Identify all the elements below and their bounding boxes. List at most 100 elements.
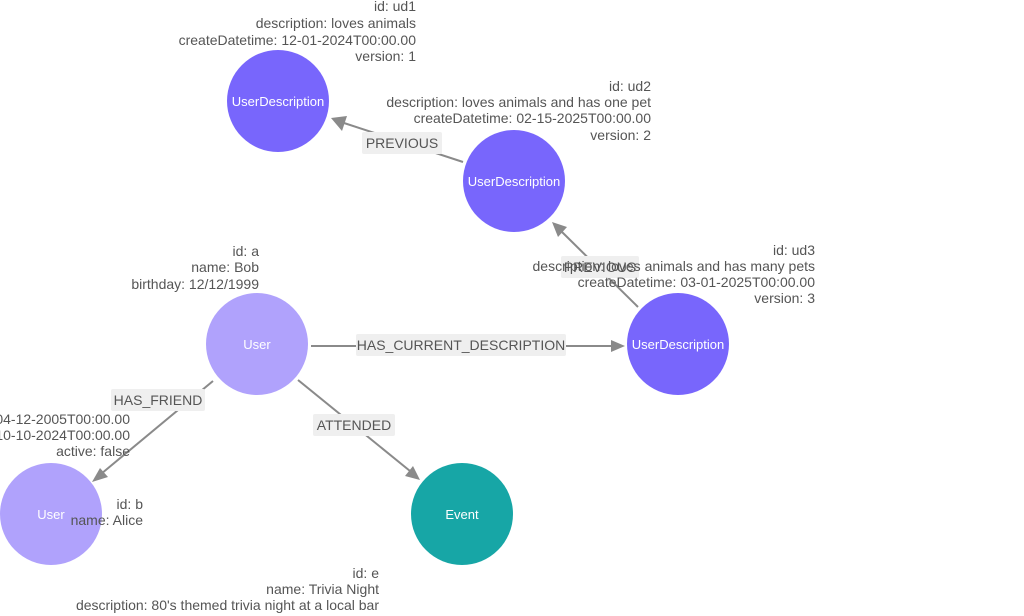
property-separator: : xyxy=(274,32,282,48)
property-value: loves animals and has one pet xyxy=(462,94,651,110)
property-separator: : xyxy=(635,127,643,143)
property-value: loves animals and has many pets xyxy=(608,258,815,274)
node-user-description-ud1[interactable]: UserDescription xyxy=(227,50,329,152)
property-row: active: false xyxy=(56,443,130,459)
edge-label: PREVIOUS xyxy=(564,259,636,275)
property-key: id xyxy=(609,78,620,94)
property-value: 10-10-2024T00:00.00 xyxy=(0,427,130,443)
node-user-description-ud2[interactable]: UserDescription xyxy=(463,130,565,232)
property-value: 04-12-2005T00:00.00 xyxy=(0,411,130,427)
edge-label-background xyxy=(356,334,566,356)
property-row: description: loves animals and has one p… xyxy=(386,94,651,110)
property-key: id xyxy=(353,565,364,581)
property-value: ud3 xyxy=(792,242,816,258)
edge-label-background xyxy=(313,414,395,436)
edge-has-friend[interactable]: HAS_FRIEND startDatetime: 04-12-2005T00:… xyxy=(0,380,214,482)
property-row: description: loves animals xyxy=(256,15,416,31)
property-key: description xyxy=(533,258,601,274)
property-row: description: 80's themed trivia night at… xyxy=(76,597,379,613)
edge-properties: startDatetime: 04-12-2005T00:00.00 endDa… xyxy=(0,411,130,459)
arrow-head xyxy=(405,466,420,480)
node-properties-event-e: id: e name: Trivia Night description: 80… xyxy=(76,565,379,613)
property-row: birthday: 12/12/1999 xyxy=(131,276,259,292)
property-separator: : xyxy=(127,496,135,512)
node-label: UserDescription xyxy=(468,174,560,189)
node-circle xyxy=(411,463,513,565)
node-user-b[interactable]: User xyxy=(0,463,102,565)
edge-label: HAS_CURRENT_DESCRIPTION xyxy=(357,337,565,353)
property-value: 3 xyxy=(807,290,815,306)
property-row: id: ud1 xyxy=(374,0,416,14)
property-key: name xyxy=(71,512,106,528)
property-separator: : xyxy=(385,0,393,14)
property-separator: : xyxy=(673,274,681,290)
node-properties-user-a: id: a name: Bob birthday: 12/12/1999 xyxy=(131,243,259,292)
edge-ud2-previous-ud1[interactable]: PREVIOUS xyxy=(331,116,464,163)
property-value: 1 xyxy=(408,48,416,64)
property-separator: : xyxy=(181,276,189,292)
node-label: UserDescription xyxy=(632,337,724,352)
property-value: 2 xyxy=(643,127,651,143)
property-value: Alice xyxy=(113,512,144,528)
property-separator: : xyxy=(454,94,462,110)
property-row: version: 2 xyxy=(590,127,651,143)
node-properties-ud1: id: ud1 description: loves animals creat… xyxy=(179,0,417,64)
node-circle xyxy=(463,130,565,232)
node-user-description-ud3[interactable]: UserDescription xyxy=(627,293,729,395)
property-row: id: ud3 xyxy=(773,242,815,258)
property-key: description xyxy=(76,597,144,613)
node-circle xyxy=(227,50,329,152)
edge-has-current-description[interactable]: HAS_CURRENT_DESCRIPTION xyxy=(311,334,625,356)
property-separator: : xyxy=(784,242,792,258)
property-value: false xyxy=(100,443,130,459)
property-separator: : xyxy=(323,15,331,31)
property-key: birthday xyxy=(131,276,181,292)
property-value: 12-01-2024T00:00.00 xyxy=(281,32,416,48)
property-value: Bob xyxy=(234,259,259,275)
arrow-head xyxy=(331,116,347,131)
node-label: User xyxy=(37,507,65,522)
edge-label: PREVIOUS xyxy=(366,135,438,151)
property-separator: : xyxy=(144,597,152,613)
property-row: description: loves animals and has many … xyxy=(533,258,815,274)
property-key: active xyxy=(56,443,93,459)
property-key: description xyxy=(256,15,324,31)
property-separator: : xyxy=(620,78,628,94)
property-row: createDatetime: 12-01-2024T00:00.00 xyxy=(179,32,417,48)
property-value: 80's themed trivia night at a local bar xyxy=(151,597,379,613)
arrow-head xyxy=(611,340,625,352)
property-key: version xyxy=(355,48,400,64)
edge-label: HAS_FRIEND xyxy=(114,392,203,408)
edge-attended[interactable]: ATTENDED xyxy=(297,379,420,480)
property-separator: : xyxy=(363,565,371,581)
property-row: createDatetime: 03-01-2025T00:00.00 xyxy=(578,274,816,290)
property-key: id xyxy=(233,243,244,259)
property-key: id xyxy=(374,0,385,14)
node-properties-ud2: id: ud2 description: loves animals and h… xyxy=(386,78,651,143)
node-user-a[interactable]: User xyxy=(206,293,308,395)
edge-ud3-previous-ud2[interactable]: PREVIOUS xyxy=(552,222,639,308)
property-value: b xyxy=(135,496,143,512)
property-row: startDatetime: 04-12-2005T00:00.00 xyxy=(0,411,130,427)
property-separator: : xyxy=(799,290,807,306)
node-properties-user-b: id: b name: Alice xyxy=(71,496,144,528)
node-label: User xyxy=(243,337,271,352)
edge-label: ATTENDED xyxy=(317,417,391,433)
property-row: endDatetime: 10-10-2024T00:00.00 xyxy=(0,427,130,443)
node-circle xyxy=(627,293,729,395)
property-separator: : xyxy=(509,110,517,126)
property-separator: : xyxy=(226,259,234,275)
property-separator: : xyxy=(93,443,101,459)
property-value: 03-01-2025T00:00.00 xyxy=(680,274,815,290)
property-key: createDatetime xyxy=(578,274,673,290)
property-value: e xyxy=(371,565,379,581)
property-row: id: e xyxy=(353,565,380,581)
node-event-e[interactable]: Event xyxy=(411,463,513,565)
property-value: Trivia Night xyxy=(309,581,379,597)
node-circle xyxy=(206,293,308,395)
property-key: id xyxy=(117,496,128,512)
property-value: ud1 xyxy=(393,0,417,14)
edge-label-background xyxy=(561,256,639,278)
property-separator: : xyxy=(600,258,608,274)
node-properties-ud3: id: ud3 description: loves animals and h… xyxy=(533,242,816,306)
